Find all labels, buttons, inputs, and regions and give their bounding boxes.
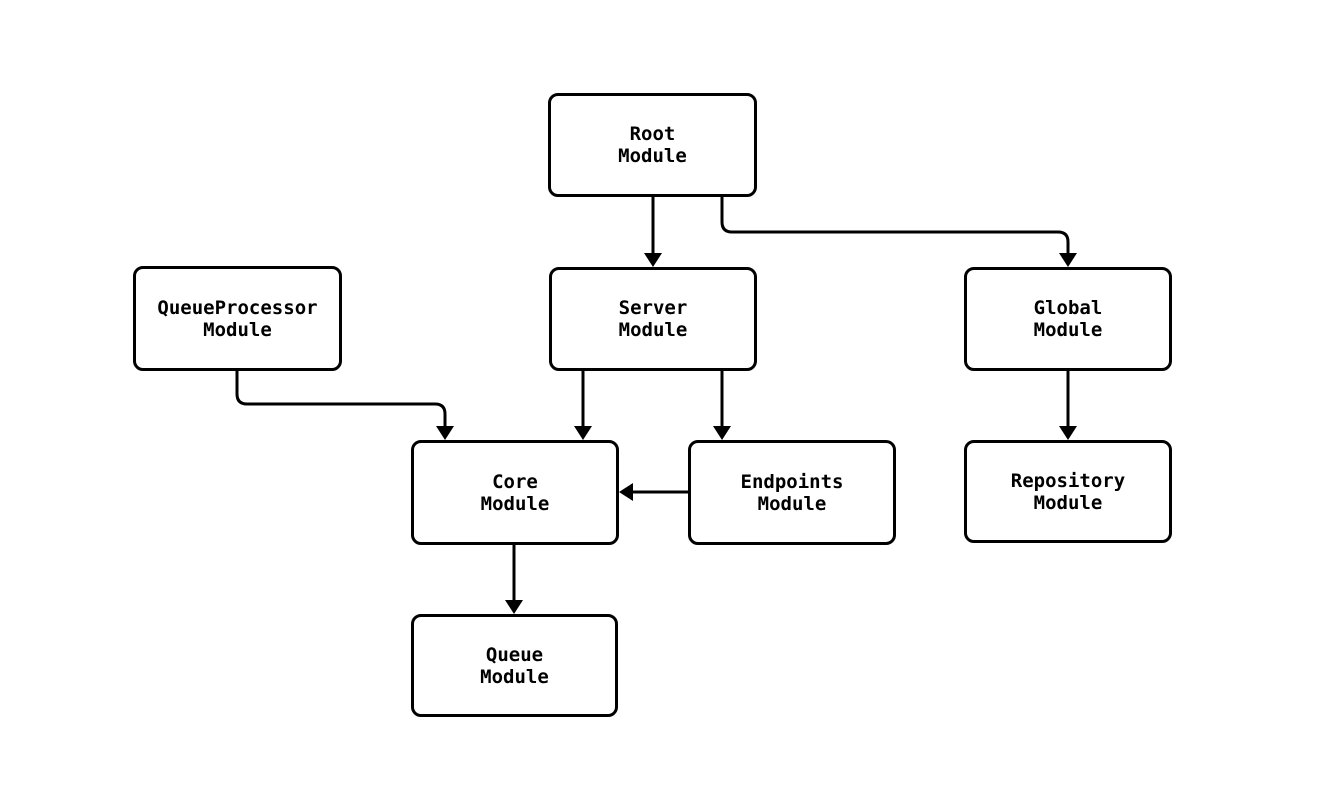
node-queue-label-line2: Module: [480, 665, 549, 688]
arrowhead-endpoints-core: [619, 483, 633, 501]
node-global-label-line1: Global: [1033, 297, 1103, 319]
node-queue-module: Queue Module: [411, 614, 618, 717]
edge-root-global: [720, 197, 1070, 253]
node-queueprocessor-label-line1: QueueProcessor: [157, 296, 318, 319]
node-queue-label-line1: Queue: [485, 643, 544, 666]
node-root-label-line2: Module: [618, 145, 687, 167]
node-endpoints-label-line1: Endpoints: [740, 470, 844, 493]
edge-queueprocessor-core: [235, 371, 447, 426]
node-queueprocessor-module: QueueProcessor Module: [133, 266, 342, 371]
arrowhead-root-server: [644, 253, 662, 267]
node-server-label-line2: Module: [618, 319, 688, 341]
node-endpoints-label-line2: Module: [757, 492, 827, 515]
node-endpoints-module: Endpoints Module: [688, 440, 896, 545]
node-global-module: Global Module: [964, 267, 1172, 371]
arrowhead-queueprocessor-core: [436, 426, 454, 440]
node-queueprocessor-label-line2: Module: [203, 318, 272, 341]
node-repository-label-line2: Module: [1033, 491, 1103, 514]
node-core-label-line1: Core: [492, 470, 538, 493]
arrowhead-global-repository: [1059, 426, 1077, 440]
arrowhead-root-global: [1059, 253, 1077, 267]
node-global-label-line2: Module: [1033, 319, 1103, 341]
arrowhead-server-core: [574, 426, 592, 440]
node-core-module: Core Module: [411, 440, 619, 545]
node-root-label-line1: Root: [629, 123, 676, 145]
node-core-label-line2: Module: [480, 492, 550, 515]
node-server-label-line1: Server: [618, 297, 688, 319]
node-repository-module: Repository Module: [964, 440, 1172, 543]
node-server-module: Server Module: [549, 267, 757, 371]
arrowhead-core-queue: [505, 600, 523, 614]
node-root-module: Root Module: [548, 93, 757, 197]
node-repository-label-line1: Repository: [1010, 469, 1126, 492]
arrowhead-server-endpoints: [713, 426, 731, 440]
